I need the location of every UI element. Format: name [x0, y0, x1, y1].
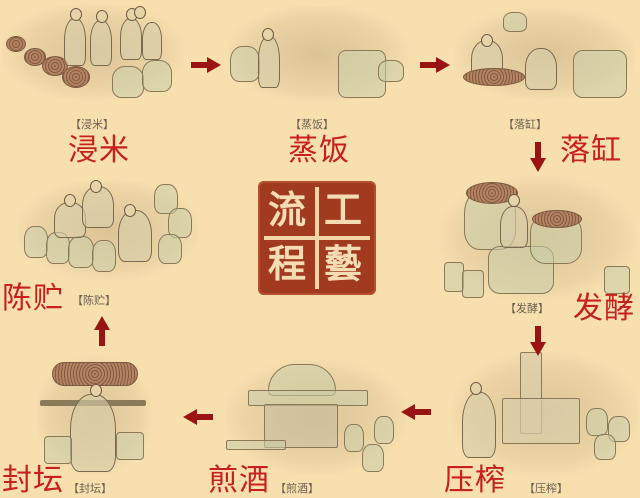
- aging-storage-caption: 【陈贮】: [72, 294, 116, 307]
- seal-char-cheng: 程: [268, 241, 307, 286]
- arrow-right-icon: [420, 57, 450, 73]
- seal-char-yi: 藝: [324, 241, 363, 286]
- pressing-illustration: [452, 352, 638, 476]
- fermentation-caption: 【发酵】: [505, 302, 549, 315]
- arrow-up-icon: [94, 316, 110, 346]
- soak-rice-label: 浸米: [68, 133, 130, 168]
- pressing-label: 压榨: [444, 463, 506, 498]
- arrow-down-icon: [530, 326, 546, 356]
- aging-storage-illustration: [18, 180, 198, 280]
- vat-loading-illustration: [455, 8, 635, 100]
- arrow-down-icon: [530, 142, 546, 172]
- seal-char-liu: 流: [268, 187, 307, 232]
- heating-wine-label: 煎酒: [208, 463, 270, 498]
- aging-storage-label: 陈贮: [2, 281, 64, 316]
- soak-rice-caption: 【浸米】: [70, 118, 114, 131]
- fermentation-label: 发酵: [573, 291, 635, 326]
- steam-rice-label: 蒸饭: [288, 133, 350, 168]
- soak-rice-illustration: [2, 4, 184, 100]
- vat-loading-label: 落缸: [560, 133, 622, 168]
- seal-char-gong: 工: [324, 187, 363, 232]
- steam-rice-caption: 【蒸饭】: [290, 118, 334, 131]
- heating-wine-caption: 【煎酒】: [275, 482, 319, 495]
- sealing-jars-caption: 【封坛】: [68, 482, 112, 495]
- sealing-jars-label: 封坛: [2, 463, 64, 498]
- seal-divider-horizontal: [264, 236, 370, 240]
- process-title-seal: 工 藝 流 程: [258, 181, 376, 295]
- fermentation-illustration: [440, 176, 636, 300]
- arrow-right-icon: [191, 57, 221, 73]
- heating-wine-illustration: [226, 360, 406, 474]
- steam-rice-illustration: [228, 6, 408, 102]
- sealing-jars-illustration: [36, 356, 152, 474]
- vat-loading-caption: 【落缸】: [503, 118, 547, 131]
- arrow-left-icon: [183, 409, 213, 425]
- pressing-caption: 【压榨】: [524, 482, 568, 495]
- arrow-left-icon: [401, 404, 431, 420]
